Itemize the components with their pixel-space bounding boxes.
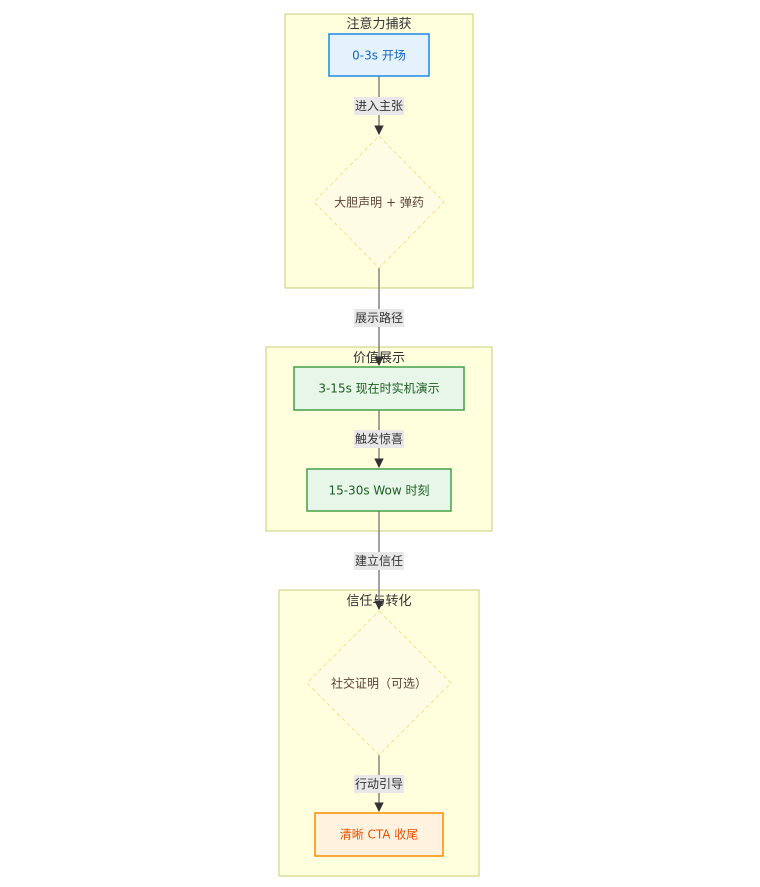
svg-text:大胆声明 + 弹药: 大胆声明 + 弹药 [334,196,424,210]
edge-label: 行动引导 [354,775,404,793]
svg-text:社交证明（可选）: 社交证明（可选） [331,676,427,691]
svg-text:建立信任: 建立信任 [355,553,403,568]
node-bold-claim[interactable]: 大胆声明 + 弹药 [313,135,445,269]
svg-text:3-15s 现在时实机演示: 3-15s 现在时实机演示 [318,381,439,396]
svg-text:触发惊喜: 触发惊喜 [355,431,403,446]
svg-text:15-30s Wow 时刻: 15-30s Wow 时刻 [328,484,429,498]
edge-label: 展示路径 [354,309,404,327]
cluster-title: 注意力捕获 [346,16,411,32]
node-demo[interactable]: 3-15s 现在时实机演示 [293,366,465,411]
svg-text:进入主张: 进入主张 [355,99,403,113]
node-opening[interactable]: 0-3s 开场 [328,33,430,77]
svg-text:行动引导: 行动引导 [355,777,403,791]
svg-text:0-3s 开场: 0-3s 开场 [352,49,406,63]
node-social-proof[interactable]: 社交证明（可选） [306,610,452,756]
svg-text:展示路径: 展示路径 [355,310,403,325]
edge-label: 进入主张 [354,97,404,115]
node-wow[interactable]: 15-30s Wow 时刻 [306,468,452,512]
node-cta[interactable]: 清晰 CTA 收尾 [314,812,444,857]
edge-label: 建立信任 [354,552,404,570]
edge-label: 触发惊喜 [354,430,404,448]
svg-text:清晰 CTA 收尾: 清晰 CTA 收尾 [340,828,419,842]
